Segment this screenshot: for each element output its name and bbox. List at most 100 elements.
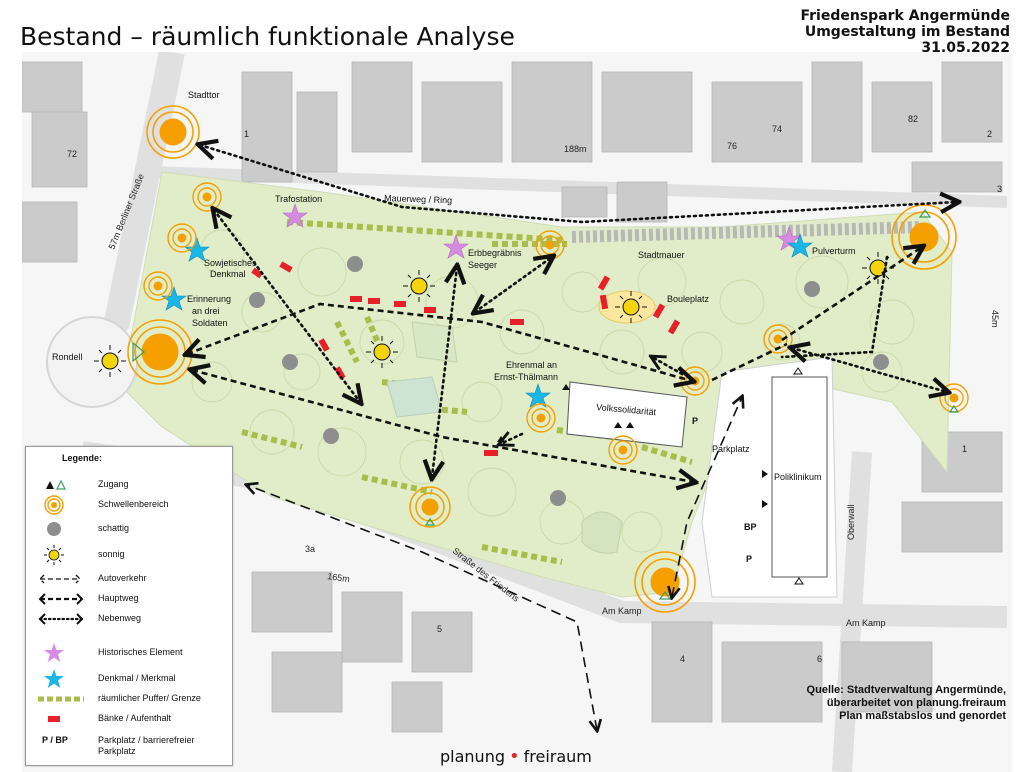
svg-text:3a: 3a [305, 544, 315, 554]
legend-item-car: Autoverkehr [26, 569, 232, 589]
legend-item-sidepath: Nebenweg [26, 609, 232, 629]
legend: Legende: Zugang Schwellenbereich schatti… [25, 446, 233, 766]
legend-label: Denkmal / Merkmal [98, 673, 176, 683]
label-stadtmauer: Stadtmauer [638, 250, 685, 260]
shade-dot-icon [47, 522, 61, 536]
threshold-small [143, 271, 173, 301]
project-info: Friedenspark Angermünde Umgestaltung im … [800, 8, 1010, 56]
label-trafostation: Trafostation [275, 194, 322, 204]
stadtmauer-wall [571, 221, 923, 243]
source-line: Plan maßstabslos und genordet [839, 710, 1006, 722]
threshold-large [146, 105, 200, 159]
poliklinikum-building [771, 376, 828, 578]
legend-label: Zugang [98, 479, 129, 489]
legend-label: Schwellenbereich [98, 499, 169, 509]
legend-label: räumlicher Puffer/ Grenze [98, 693, 201, 703]
house-numbers: 72 1 76 74 82 2 3 1 3a 5 4 6 65 [67, 114, 1002, 664]
svg-text:2: 2 [987, 129, 992, 139]
label-sowjetisches-1: Sowjetisches [204, 258, 257, 268]
label-erinnerung-2: an drei [192, 306, 220, 316]
label-erinnerung-1: Erinnerung [187, 294, 231, 304]
threshold-medium [409, 486, 451, 528]
monument-star-icon [44, 669, 64, 688]
legend-item-monument: Denkmal / Merkmal [26, 669, 232, 689]
svg-text:76: 76 [727, 141, 737, 151]
threshold-icon [44, 495, 64, 515]
legend-label: Autoverkehr [98, 573, 147, 583]
label-pulverturm: Pulverturm [812, 246, 856, 256]
label-erbbegraebnis-1: Erbbegräbnis [468, 248, 522, 258]
legend-item-mainpath: Hauptweg [26, 589, 232, 609]
planung-freiraum-logo: planung•freiraum [440, 746, 592, 767]
threshold-zones [127, 105, 969, 613]
sun-icon [615, 291, 647, 323]
monument-star-icon [161, 286, 187, 311]
legend-item-parking: P / BP Parkplatz / barrierefreier Parkpl… [26, 731, 232, 761]
legend-label: Nebenweg [98, 613, 142, 623]
legend-label: schattig [98, 523, 130, 533]
buffer-line-icon [38, 696, 84, 702]
label-am-kamp-small: Am Kamp [602, 606, 642, 616]
logo-left: planung [440, 747, 505, 766]
bench-icon [48, 716, 60, 722]
label-sowjetisches-2: Denkmal [210, 269, 246, 279]
label-mauerweg: Mauerweg / Ring [384, 193, 452, 205]
legend-item-threshold: Schwellenbereich [26, 495, 232, 515]
legend-label: Bänke / Aufenthalt [98, 713, 172, 723]
svg-text:4: 4 [680, 654, 685, 664]
legend-label: Historisches Element [98, 647, 183, 657]
legend-label: Hauptweg [98, 593, 139, 603]
legend-title: Legende: [62, 453, 103, 463]
source-line: Quelle: Stadtverwaltung Angermünde, [806, 684, 1006, 696]
svg-text:6: 6 [817, 654, 822, 664]
main-path-line-icon [38, 593, 84, 605]
svg-text:1: 1 [962, 444, 967, 454]
svg-text:74: 74 [772, 124, 782, 134]
label-165m: 165m [327, 571, 351, 584]
parking-symbol: P / BP [42, 735, 68, 745]
historic-star-icon [443, 234, 469, 259]
legend-item-access: Zugang [26, 475, 232, 495]
sun-icon [44, 545, 64, 565]
access-triangle-icon [46, 479, 66, 490]
label-p-lot: P [746, 554, 752, 564]
svg-text:82: 82 [908, 114, 918, 124]
page-title: Bestand – räumlich funktionale Analyse [20, 22, 515, 51]
source-line: überarbeitet von planung.freiraum [826, 697, 1006, 709]
label-ehrenmal-1: Ehrenmal an [506, 360, 557, 370]
svg-text:72: 72 [67, 149, 77, 159]
legend-item-buffer: räumlicher Puffer/ Grenze [26, 689, 232, 709]
pond-feature [386, 376, 443, 418]
label-ehrenmal-2: Ernst-Thälmann [494, 372, 558, 382]
legend-label: Parkplatz / barrierefreier Parkplatz [98, 735, 195, 756]
monument-star-icon [184, 237, 210, 262]
threshold-small [763, 324, 793, 354]
legend-item-bench: Bänke / Aufenthalt [26, 709, 232, 729]
threshold-small [167, 223, 197, 253]
legend-item-shade: schattig [26, 519, 232, 539]
label-erbbegraebnis-2: Seeger [468, 260, 497, 270]
label-oberwall: Oberwall [846, 504, 856, 540]
svg-text:3: 3 [997, 184, 1002, 194]
label-erinnerung-3: Soldaten [192, 318, 228, 328]
logo-right: freiraum [523, 747, 592, 766]
legend-item-historic: Historisches Element [26, 643, 232, 663]
svg-text:1: 1 [244, 129, 249, 139]
label-188m: 188m [564, 144, 587, 154]
label-45m: 45m [990, 310, 1000, 328]
label-rondell: Rondell [52, 352, 83, 362]
legend-item-sun: sonnig [26, 545, 232, 565]
label-bp: BP [744, 522, 757, 532]
project-subtitle: Umgestaltung im Bestand [804, 24, 1010, 40]
label-bouleplatz: Bouleplatz [667, 294, 710, 304]
secondary-paths [200, 145, 957, 477]
project-name: Friedenspark Angermünde [800, 8, 1010, 24]
car-traffic [247, 397, 742, 730]
label-am-kamp: Am Kamp [846, 618, 886, 628]
lawn-feature-2 [581, 511, 623, 554]
label-stadttor: Stadttor [188, 90, 220, 100]
label-parkplatz: Parkplatz [712, 444, 750, 454]
label-p-volks: P [692, 416, 698, 426]
logo-dot-icon: • [508, 746, 520, 767]
car-traffic-line-icon [39, 574, 81, 584]
